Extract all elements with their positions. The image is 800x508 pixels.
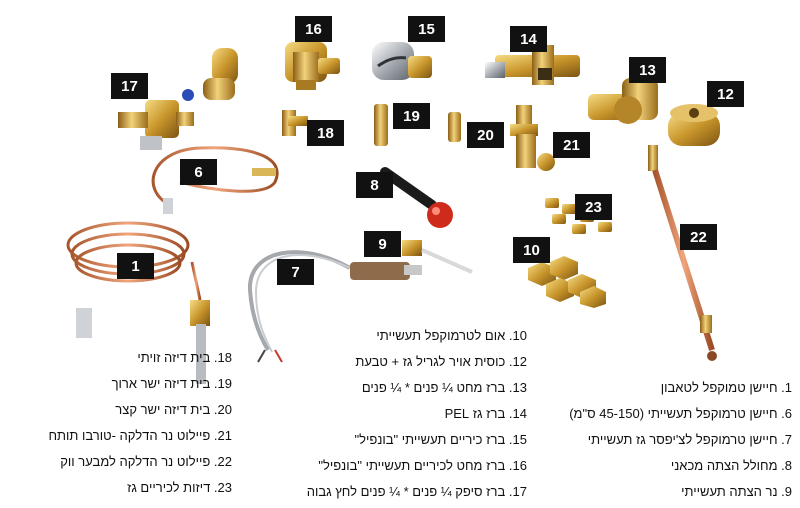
callout-7: 7 xyxy=(277,259,314,285)
callout-13: 13 xyxy=(629,57,666,83)
legend-middle-column: 10. אום לטרמוקפל תעשייתי 12. כוסית אויר … xyxy=(282,326,527,508)
callout-15: 15 xyxy=(408,16,445,42)
legend-item-13: 13. ברז מחט ¼ פנים * ¼ פנים xyxy=(361,380,527,395)
item-brass-elbow xyxy=(203,48,238,100)
item-9-spark-plug xyxy=(402,240,473,274)
callout-20: 20 xyxy=(467,122,504,148)
item-7-thermocouple-braided xyxy=(247,250,422,363)
legend-item-7: 7. חיישן טרמוקפל לצ'יפסר גז תעשייתי xyxy=(587,432,792,447)
legend-item-14: 14. ברז גז PEL xyxy=(444,406,527,421)
legend-item-6: 6. חיישן טרמוקפל תעשייתי (45-150 ס"מ) xyxy=(569,406,792,421)
item-8-piezo-igniter xyxy=(380,167,453,228)
legend-item-15: 15. ברז כיריים תעשייתי "בונפיל" xyxy=(354,432,527,447)
callout-9: 9 xyxy=(364,231,401,257)
callout-6: 6 xyxy=(180,159,217,185)
legend-item-10: 10. אום לטרמוקפל תעשייתי xyxy=(376,328,527,343)
item-10-nuts xyxy=(528,256,606,308)
legend-item-8: 8. מחולל הצתה מכאני xyxy=(670,458,792,473)
item-18-nozzle-holder xyxy=(282,110,308,136)
item-6-thermocouple xyxy=(151,146,279,214)
legend-item-17: 17. ברז סיפק ¼ פנים * ¼ פנים לחץ גבוה xyxy=(306,484,527,499)
item-13-needle-valve xyxy=(588,78,658,124)
callout-18: 18 xyxy=(307,120,344,146)
callout-8: 8 xyxy=(356,172,393,198)
legend-item-21: 21. פיילוט נר הדלקה -טורבו תותח xyxy=(48,428,232,443)
item-12-air-cup xyxy=(668,104,720,146)
callout-16: 16 xyxy=(295,16,332,42)
item-14-pel-valve xyxy=(485,45,580,85)
legend-item-1: 1. חיישן טמוקפל לטאבון xyxy=(660,380,792,395)
callout-1: 1 xyxy=(117,253,154,279)
legend-item-18: 18. בית דיזה זויתי xyxy=(137,350,232,365)
legend-left-column: 18. בית דיזה זויתי 19. בית דיזה ישר ארוך… xyxy=(2,348,232,504)
callout-22: 22 xyxy=(680,224,717,250)
item-15-chrome-tap xyxy=(372,42,432,80)
legend-item-12: 12. כוסית אויר לגריל גז + טבעת xyxy=(355,354,527,369)
legend-item-16: 16. ברז מחט לכיריים תעשייתי "בונפיל" xyxy=(318,458,527,473)
legend-item-23: 23. דיזות לכיריים גז xyxy=(127,480,232,495)
legend-item-20: 20. בית דיזה ישר קצר xyxy=(115,402,232,417)
item-17-gas-cock xyxy=(118,89,194,150)
item-16-needle-valve xyxy=(285,42,340,90)
legend-item-22: 22. פיילוט נר הדלקה למבער ווק xyxy=(60,454,232,469)
callout-10: 10 xyxy=(513,237,550,263)
callout-19: 19 xyxy=(393,103,430,129)
callout-12: 12 xyxy=(707,81,744,107)
item-21-turbo-pilot xyxy=(510,105,555,171)
item-19-nozzle-holder-long xyxy=(374,104,388,146)
callout-21: 21 xyxy=(553,132,590,158)
callout-14: 14 xyxy=(510,26,547,52)
legend-right-column: 1. חיישן טמוקפל לטאבון 6. חיישן טרמוקפל … xyxy=(562,378,792,508)
callout-23: 23 xyxy=(575,194,612,220)
item-22-wok-pilot xyxy=(648,145,717,361)
callout-17: 17 xyxy=(111,73,148,99)
item-20-nozzle-holder-short xyxy=(448,112,461,142)
legend-item-19: 19. בית דיזה ישר ארוך xyxy=(111,376,232,391)
legend-item-9: 9. נר הצתה תעשייתי xyxy=(681,484,792,499)
